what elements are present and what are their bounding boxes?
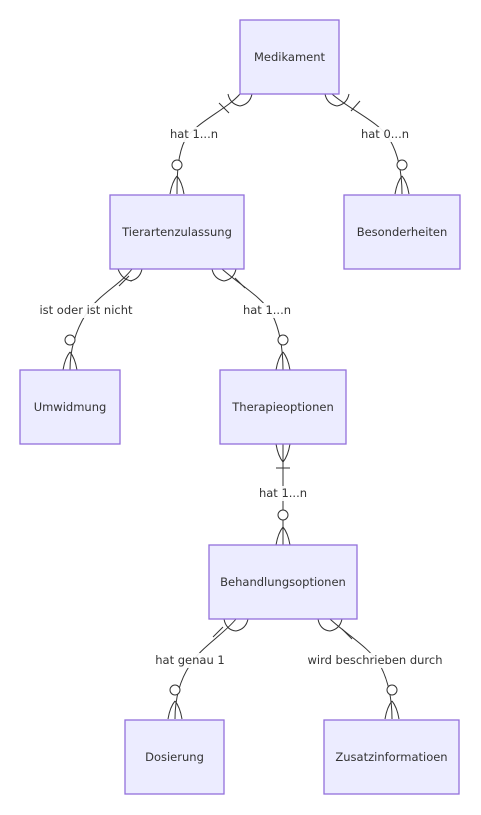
entity-label: Medikament bbox=[254, 50, 326, 64]
edge-tierartenzulassung-umwidmung bbox=[69, 268, 133, 371]
crowfoot-marker bbox=[275, 526, 291, 546]
edge-behandlungsoptionen-zusatzinformationen bbox=[329, 618, 393, 720]
entity-label: Tierartenzulassung bbox=[121, 225, 232, 239]
crowfoot-marker bbox=[62, 351, 78, 371]
entity-tierartenzulassung[interactable]: Tierartenzulassung bbox=[109, 194, 245, 270]
entity-zusatzinformationen[interactable]: Zusatzinformatioen bbox=[323, 719, 460, 795]
relationship-label: hat 1...n bbox=[170, 127, 218, 141]
relationship-label: ist oder ist nicht bbox=[39, 303, 133, 317]
entity-label: Dosierung bbox=[145, 750, 204, 764]
zero-circle-marker bbox=[277, 334, 289, 346]
zero-circle-marker bbox=[171, 159, 183, 171]
zero-circle-marker bbox=[396, 159, 408, 171]
crowfoot-marker bbox=[275, 351, 291, 371]
entity-label: Umwidmung bbox=[34, 400, 107, 414]
edge-medikament-tierartenzulassung bbox=[176, 93, 241, 195]
entity-besonderheiten[interactable]: Besonderheiten bbox=[343, 194, 461, 270]
relationship-label: wird beschrieben durch bbox=[307, 653, 442, 667]
crowfoot-marker bbox=[223, 618, 249, 632]
crowfoot-marker bbox=[211, 268, 237, 282]
entity-behandlungsoptionen[interactable]: Behandlungsoptionen bbox=[208, 544, 358, 620]
crowfoot-marker bbox=[275, 443, 291, 463]
crowfoot-marker bbox=[317, 618, 343, 632]
zero-circle-marker bbox=[277, 509, 289, 521]
relationship-label: hat 1...n bbox=[243, 303, 291, 317]
entity-medikament[interactable]: Medikament bbox=[239, 19, 340, 95]
crowfoot-marker bbox=[324, 93, 350, 107]
one-bar-marker bbox=[218, 102, 230, 114]
relationship-label: hat genau 1 bbox=[155, 653, 224, 667]
crowfoot-marker bbox=[167, 700, 183, 720]
one-bar-marker bbox=[234, 277, 246, 289]
crowfoot-marker bbox=[169, 175, 185, 195]
entity-umwidmung[interactable]: Umwidmung bbox=[19, 369, 121, 445]
one-bar-marker bbox=[341, 628, 353, 640]
entity-label: Zusatzinformatioen bbox=[335, 750, 447, 764]
entity-label: Besonderheiten bbox=[357, 225, 448, 239]
edge-behandlungsoptionen-dosierung bbox=[174, 618, 237, 720]
entity-therapieoptionen[interactable]: Therapieoptionen bbox=[219, 369, 347, 445]
zero-circle-marker bbox=[386, 684, 398, 696]
zero-circle-marker bbox=[169, 684, 181, 696]
edge-medikament-besonderheiten bbox=[331, 93, 403, 195]
edge-tierartenzulassung-therapieoptionen bbox=[221, 268, 284, 371]
crowfoot-marker bbox=[384, 700, 400, 720]
one-bar-marker bbox=[212, 626, 224, 638]
entity-dosierung[interactable]: Dosierung bbox=[124, 719, 225, 795]
relationship-label: hat 1...n bbox=[259, 486, 307, 500]
zero-circle-marker bbox=[64, 334, 76, 346]
one-bar-marker bbox=[350, 100, 361, 112]
entity-label: Behandlungsoptionen bbox=[220, 575, 346, 589]
cardinality-markers bbox=[62, 93, 410, 720]
relationship-labels: hat 1...n hat 0...n ist oder ist nicht h… bbox=[38, 127, 444, 668]
crowfoot-marker bbox=[227, 93, 253, 107]
one-bar-marker bbox=[118, 275, 130, 287]
entity-label: Therapieoptionen bbox=[231, 400, 333, 414]
crowfoot-marker bbox=[394, 175, 410, 195]
relationship-label: hat 0...n bbox=[361, 127, 409, 141]
crowfoot-marker bbox=[117, 268, 143, 282]
